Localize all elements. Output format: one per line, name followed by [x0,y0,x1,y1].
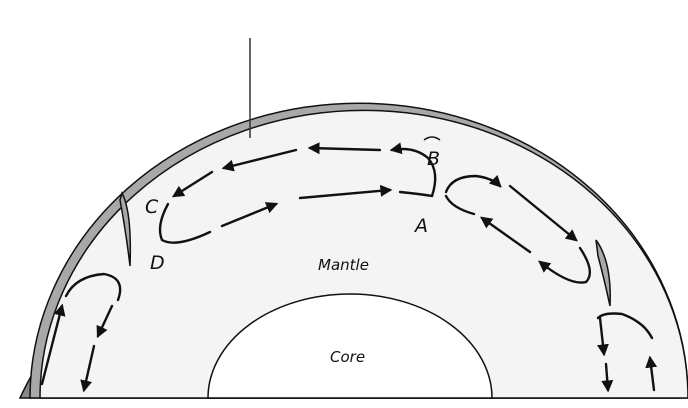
flow-lower-segment-2 [298,184,393,200]
flow-ll-2 [64,272,122,302]
core-region [207,293,493,399]
mantle-region [39,109,688,399]
flow-lr-2 [601,362,614,393]
flow-lr-4 [645,355,658,392]
convection-cell-lower-right [596,312,658,393]
flow-lr-3 [596,312,654,340]
point-label-a: A [413,215,428,237]
point-label-c: C [145,196,159,218]
flow-lr-1 [596,316,609,357]
flow-lower-segment-3 [398,190,434,198]
point-label-d: D [150,252,165,274]
flow-left-bend [158,202,212,244]
flow-upper-segment-1 [389,142,437,198]
flow-right-3 [538,246,592,284]
flow-right-4 [480,216,532,254]
flow-ll-1 [40,303,66,386]
convection-cell-lower-left [40,272,122,393]
flow-right-1 [444,174,502,194]
convection-cell-right [444,174,592,284]
subduction-slab-left [119,190,132,267]
flow-upper-segment-3 [221,148,298,172]
mantle-label: Mantle [318,256,369,274]
flow-upper-segment-2 [307,142,382,155]
flow-right-2 [508,184,578,242]
flow-lower-segment-1 [220,202,279,228]
convection-cell-main [158,142,437,244]
flow-ll-4 [80,344,96,393]
ridge-notch [423,136,441,141]
point-label-b: B [427,148,440,170]
flow-right-5 [444,194,476,216]
flow-ll-3 [96,304,114,339]
flow-upper-segment-4 [171,170,214,198]
core-label: Core [330,348,365,366]
subduction-slab-right [595,239,611,307]
